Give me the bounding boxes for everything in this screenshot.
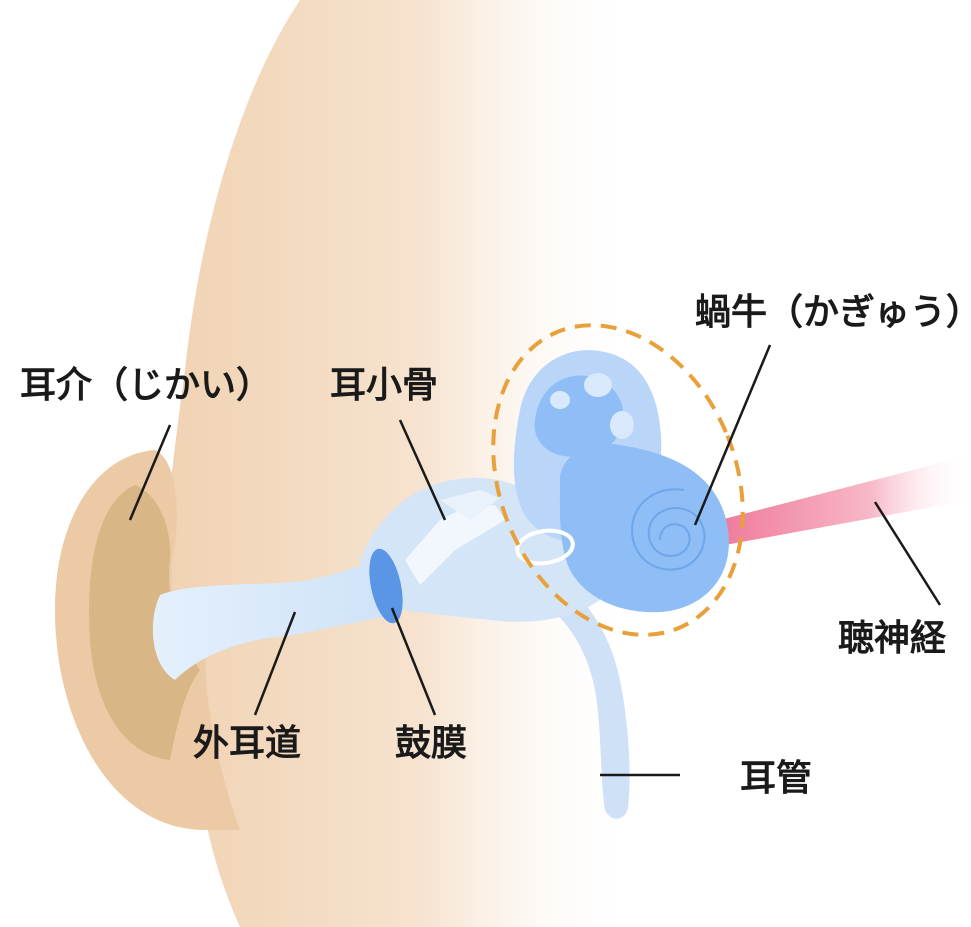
label-auditory-nerve: 聴神経: [838, 618, 947, 659]
leader-auditory-nerve: [873, 501, 942, 606]
canal-hole-2: [610, 411, 634, 439]
label-cochlea: 蝸牛（かぎゅう）: [695, 292, 971, 333]
ear-canal: [152, 560, 395, 680]
oval-window-ring: [515, 528, 575, 566]
eardrum: [369, 548, 403, 624]
leader-eardrum: [390, 607, 437, 716]
label-ossicles: 耳小骨: [330, 365, 438, 406]
leader-cochlea: [693, 344, 772, 526]
canal-hole-1: [584, 373, 612, 397]
auricle-inner: [89, 485, 200, 760]
label-ear-canal: 外耳道: [193, 723, 301, 764]
ossicles: [405, 490, 505, 585]
inner-ear-highlight: [491, 323, 745, 637]
leader-auricle: [128, 424, 172, 521]
canal-hole-3: [550, 391, 570, 409]
eustachian-tube: [520, 570, 630, 819]
label-auricle: 耳介（じかい）: [20, 365, 272, 406]
leader-ear-canal: [253, 611, 297, 716]
head-skin: [156, 0, 640, 927]
cochlea: [559, 444, 729, 613]
leader-ossicles: [398, 419, 447, 521]
label-eardrum: 鼓膜: [395, 723, 467, 764]
auditory-nerve: [720, 455, 971, 545]
label-eustachian-tube: 耳管: [740, 758, 812, 799]
